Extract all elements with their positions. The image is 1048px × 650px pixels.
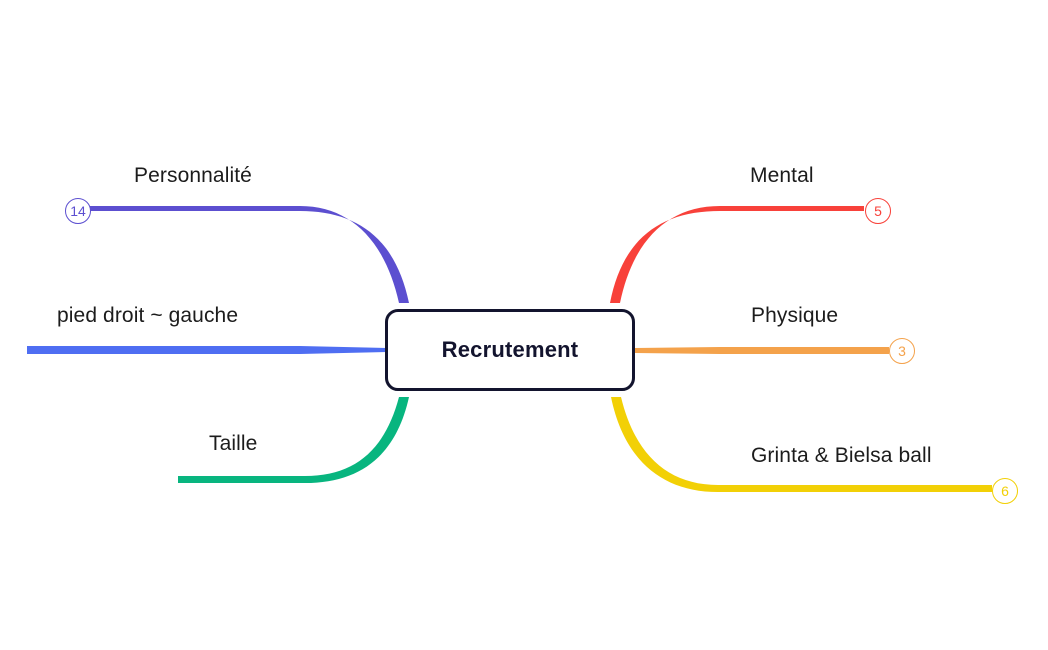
branch-curve-mental[interactable]: [610, 206, 720, 303]
branch-path-personnalite[interactable]: [90, 206, 300, 211]
branch-badge-personnalite[interactable]: 14: [65, 198, 91, 224]
branch-curve-taille[interactable]: [305, 397, 409, 483]
branch-path-pied-droit-gauche[interactable]: [27, 346, 300, 354]
branch-curve-pied-droit-gauche[interactable]: [300, 346, 387, 354]
branch-path-mental[interactable]: [720, 206, 864, 211]
branch-curve-grinta-bielsa-ball[interactable]: [611, 397, 718, 492]
branch-curve-personnalite[interactable]: [300, 206, 409, 303]
branch-label-pied-droit-gauche[interactable]: pied droit ~ gauche: [57, 304, 239, 327]
branch-badge-mental[interactable]: 5: [865, 198, 891, 224]
central-node[interactable]: Recrutement: [385, 309, 635, 391]
central-node-title: Recrutement: [441, 337, 579, 362]
branch-path-physique[interactable]: [720, 347, 889, 354]
branch-path-grinta-bielsa-ball[interactable]: [718, 485, 992, 492]
branch-label-physique[interactable]: Physique: [751, 304, 839, 327]
branch-curve-physique[interactable]: [634, 347, 720, 354]
branch-label-grinta-bielsa-ball[interactable]: Grinta & Bielsa ball: [751, 444, 932, 467]
branch-label-personnalite[interactable]: Personnalité: [134, 164, 252, 187]
branch-badge-physique[interactable]: 3: [889, 338, 915, 364]
branch-label-mental[interactable]: Mental: [750, 164, 814, 187]
branch-label-taille[interactable]: Taille: [209, 432, 258, 455]
branch-badge-grinta-bielsa-ball[interactable]: 6: [992, 478, 1018, 504]
branch-path-taille[interactable]: [178, 476, 305, 483]
